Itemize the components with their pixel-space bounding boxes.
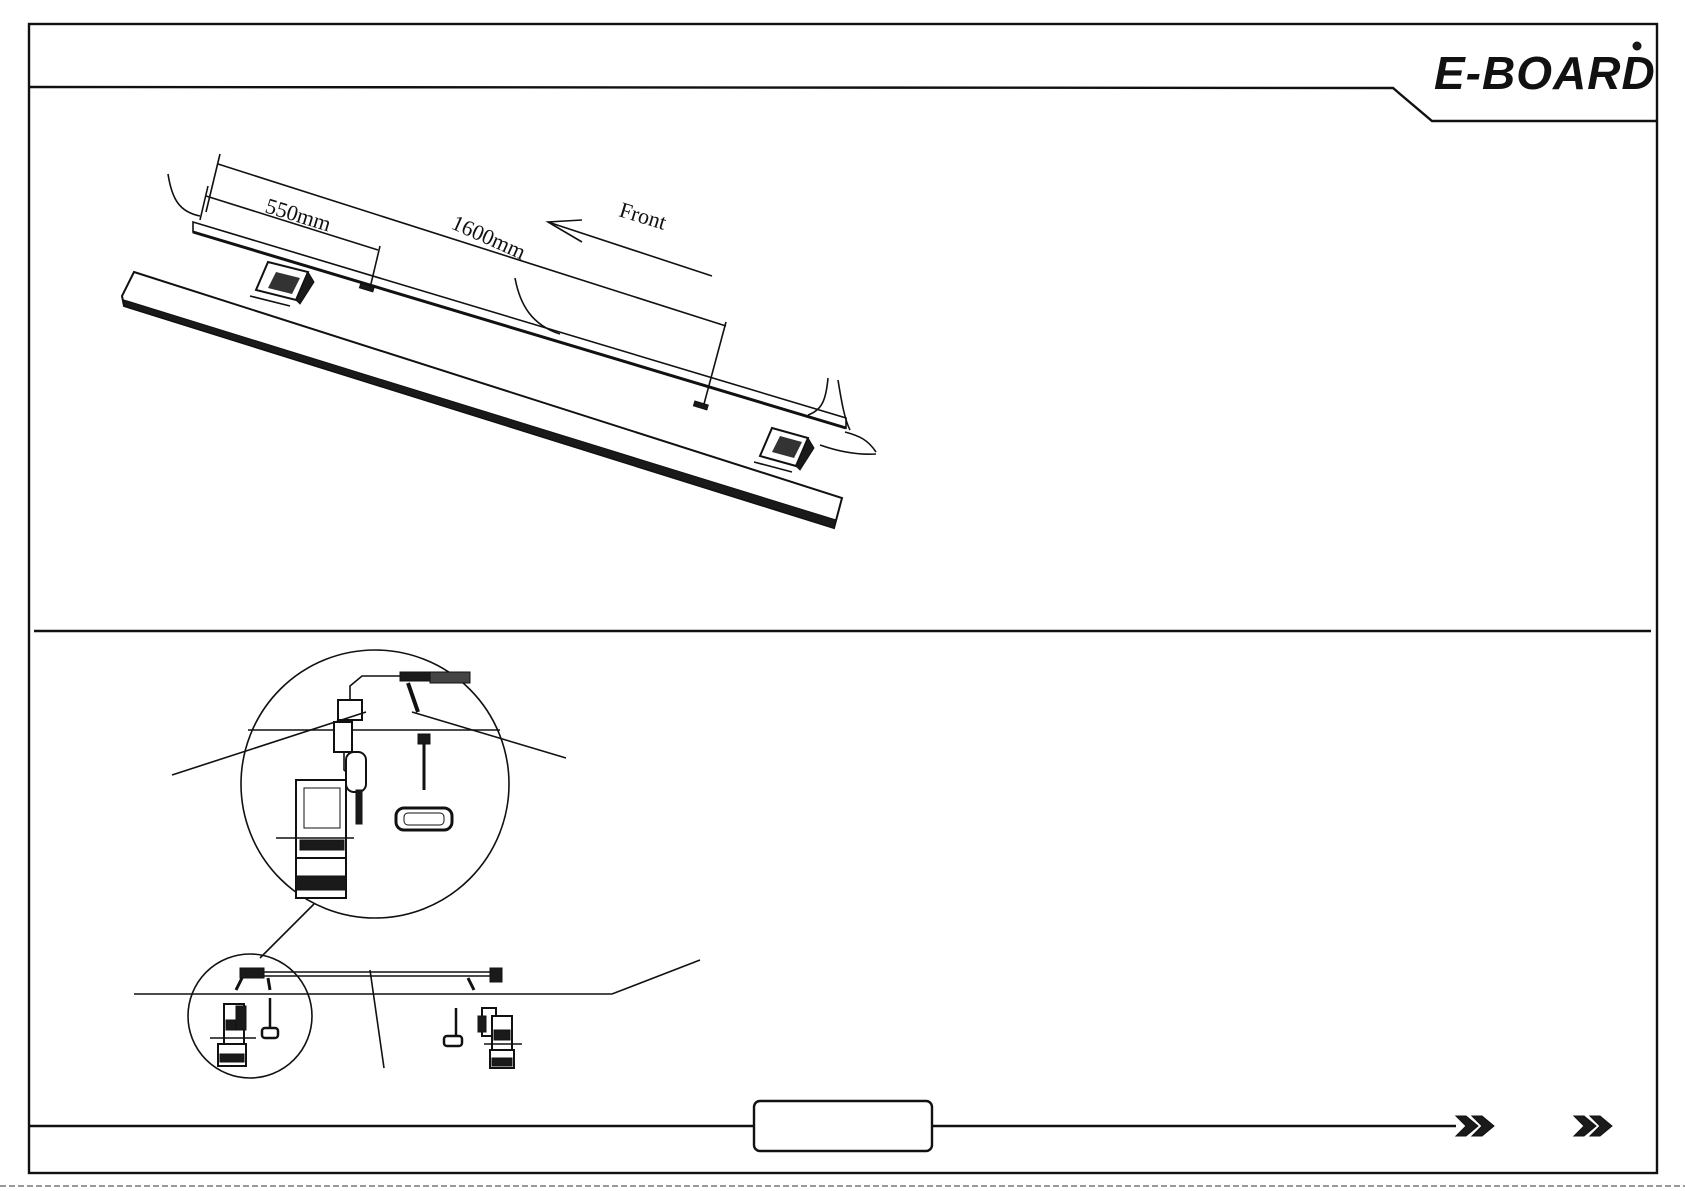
brand-logo: E-BOARD <box>1434 42 1656 99</box>
mount-mark-rear <box>693 401 708 410</box>
footer <box>29 1101 1612 1151</box>
detail-circle-large <box>241 650 509 918</box>
leader-zoom <box>260 904 314 958</box>
leader-harness-down <box>370 970 384 1068</box>
front-label: Front <box>617 197 670 235</box>
header-band <box>29 87 1657 121</box>
vehicle-front-arch <box>168 174 200 216</box>
bottom-diagram <box>134 650 700 1078</box>
dimension-550-label: 550mm <box>263 193 335 237</box>
brand-logo-text: E-BOARD <box>1434 47 1656 99</box>
page-frame <box>0 24 1685 1186</box>
leader-harness-right <box>134 960 700 994</box>
page-number-box <box>754 1101 932 1151</box>
leader-led <box>412 712 566 758</box>
top-diagram: 550mm 1600mm Front <box>122 154 876 528</box>
double-chevron-right-icon[interactable] <box>1574 1116 1612 1136</box>
front-direction: Front <box>548 197 712 276</box>
left-motor-assembly <box>210 998 278 1066</box>
right-motor-assembly <box>444 1008 522 1068</box>
running-board-edge <box>124 300 836 528</box>
detail-contents <box>248 672 500 898</box>
registered-mark-icon <box>1633 42 1641 50</box>
rear-bracket <box>754 428 814 472</box>
double-chevron-right-icon[interactable] <box>1456 1116 1494 1136</box>
front-bracket <box>250 262 314 306</box>
dimension-1600-label: 1600mm <box>448 210 530 265</box>
